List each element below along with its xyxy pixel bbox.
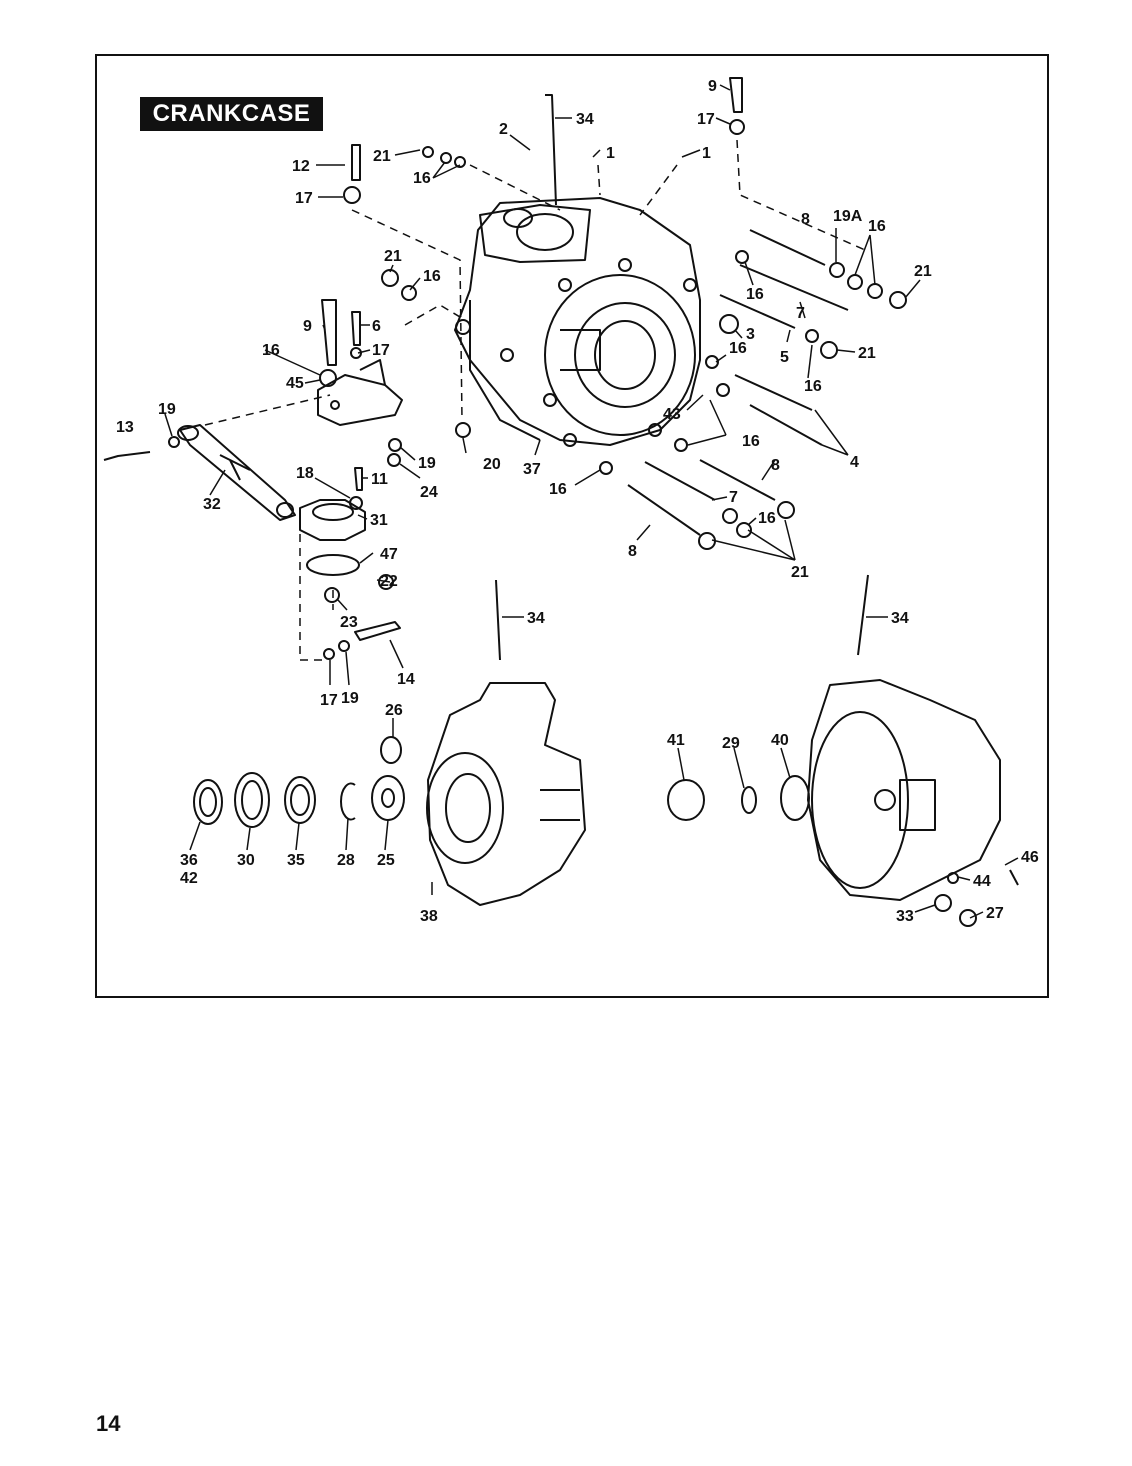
callout-label: 7 xyxy=(796,305,805,322)
callout-label: 17 xyxy=(372,342,390,359)
callout-label: 41 xyxy=(667,732,685,749)
callout-label: 16 xyxy=(549,481,567,498)
callout-label: 25 xyxy=(377,852,395,869)
callout-label: 22 xyxy=(380,573,398,590)
callout-label: 32 xyxy=(203,496,221,513)
left-case-half-drawing xyxy=(426,682,586,906)
callout-label: 38 xyxy=(420,908,438,925)
callout-label: 37 xyxy=(523,461,541,478)
right-case-half-drawing xyxy=(807,679,1019,927)
callout-label: 16 xyxy=(413,170,431,187)
callout-label: 26 xyxy=(385,702,403,719)
callout-label: 9 xyxy=(708,78,717,95)
callout-label: 21 xyxy=(791,564,809,581)
callout-labels: 9 17 34 2 1 1 12 21 16 17 8 19A 16 21 16… xyxy=(116,78,1039,925)
callout-label: 16 xyxy=(423,268,441,285)
callout-label: 43 xyxy=(663,406,681,423)
callout-label: 17 xyxy=(697,111,715,128)
callout-label: 21 xyxy=(914,263,932,280)
callout-label: 19 xyxy=(158,401,176,418)
callout-label: 16 xyxy=(868,218,886,235)
callout-label: 34 xyxy=(527,610,545,627)
bearing-parts-drawing xyxy=(193,736,810,828)
callout-label: 16 xyxy=(746,286,764,303)
diagram-title: CRANKCASE xyxy=(140,97,323,131)
callout-label: 5 xyxy=(780,349,789,366)
callout-label: 34 xyxy=(576,111,594,128)
callout-label: 47 xyxy=(380,546,398,563)
callout-label: 11 xyxy=(371,471,388,488)
callout-label: 36 xyxy=(180,852,198,869)
callout-label: 44 xyxy=(973,873,991,890)
callout-label: 19 xyxy=(341,690,359,707)
callout-label: 21 xyxy=(858,345,876,362)
callout-label: 17 xyxy=(320,692,338,709)
callout-label: 35 xyxy=(287,852,305,869)
callout-label: 16 xyxy=(742,433,760,450)
callout-label: 12 xyxy=(292,158,310,175)
callout-label: 1 xyxy=(606,145,615,162)
callout-label: 16 xyxy=(758,510,776,527)
callout-label: 8 xyxy=(801,211,810,228)
guide-lines xyxy=(204,139,866,661)
callout-label: 45 xyxy=(286,375,304,392)
callout-label: 7 xyxy=(729,489,738,506)
callout-label: 30 xyxy=(237,852,255,869)
callout-label: 29 xyxy=(722,735,740,752)
callout-label: 31 xyxy=(370,512,388,529)
callout-label: 19 xyxy=(418,455,436,472)
crankcase-exploded-diagram: 9 17 34 2 1 1 12 21 16 17 8 19A 16 21 16… xyxy=(103,77,1039,927)
callout-label: 2 xyxy=(499,121,508,138)
callout-label: 9 xyxy=(303,318,312,335)
diagram-frame xyxy=(95,54,1049,998)
callout-label: 8 xyxy=(628,543,637,560)
callout-label: 16 xyxy=(262,342,280,359)
callout-label: 27 xyxy=(986,905,1004,922)
callout-label: 42 xyxy=(180,870,198,887)
callout-label: 34 xyxy=(891,610,909,627)
callout-label: 6 xyxy=(372,318,381,335)
callout-label: 21 xyxy=(373,148,391,165)
callout-label: 16 xyxy=(729,340,747,357)
page-number: 14 xyxy=(96,1411,121,1436)
callout-label: 20 xyxy=(483,456,501,473)
callout-label: 17 xyxy=(295,190,313,207)
callout-label: 46 xyxy=(1021,849,1039,866)
callout-label: 23 xyxy=(340,614,358,631)
callout-label: 19A xyxy=(833,208,863,225)
isolator-drawing xyxy=(299,499,366,576)
callout-label: 28 xyxy=(337,852,355,869)
callout-label: 40 xyxy=(771,732,789,749)
callout-leaders xyxy=(164,84,1019,919)
callout-label: 1 xyxy=(702,145,711,162)
callout-label: 14 xyxy=(397,671,415,688)
callout-label: 3 xyxy=(746,326,755,343)
callout-label: 21 xyxy=(384,248,402,265)
callout-label: 16 xyxy=(804,378,822,395)
callout-label: 13 xyxy=(116,419,134,436)
stabilizer-link-drawing xyxy=(177,424,296,521)
bolt-drawings xyxy=(103,77,869,661)
nut-washer-drawings xyxy=(168,119,907,660)
callout-label: 24 xyxy=(420,484,438,501)
callout-label: 4 xyxy=(850,454,859,471)
mount-bracket-drawing xyxy=(317,359,403,426)
crankcase-assembly-drawing xyxy=(454,197,701,447)
callout-label: 33 xyxy=(896,908,914,925)
callout-label: 18 xyxy=(296,465,314,482)
callout-label: 8 xyxy=(771,457,780,474)
